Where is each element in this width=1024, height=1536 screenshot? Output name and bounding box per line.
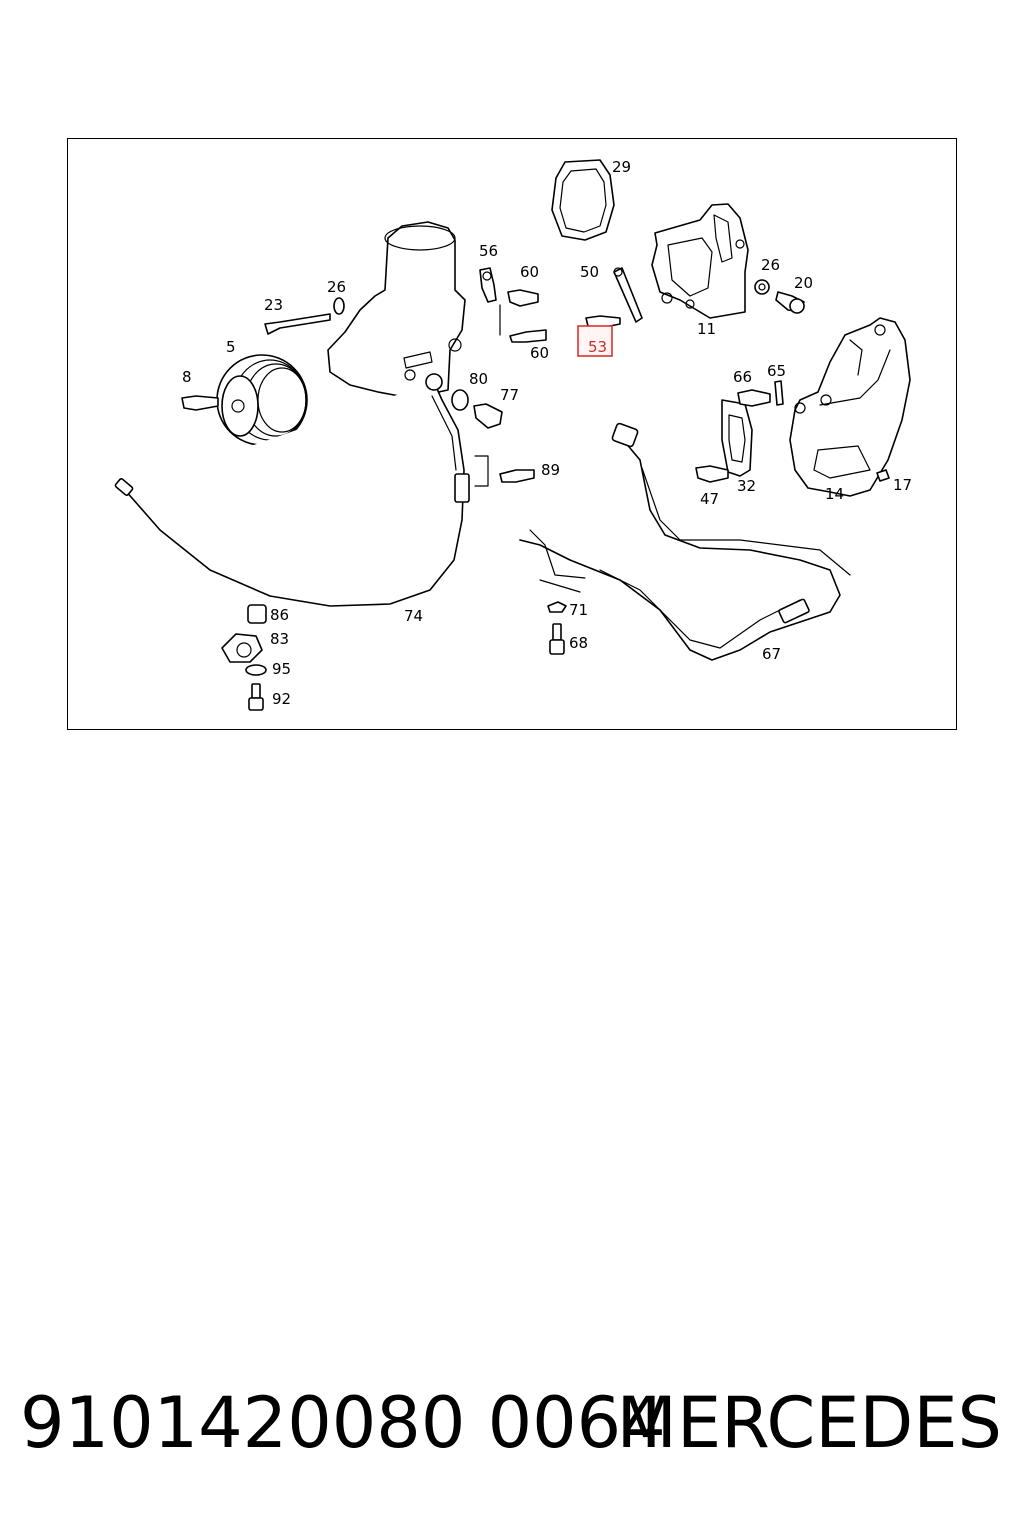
bolt-20[interactable] (775, 291, 805, 314)
callout-71[interactable]: 71 (569, 601, 588, 619)
callout-67[interactable]: 67 (762, 645, 781, 663)
callout-29[interactable]: 29 (612, 158, 631, 176)
callout-95[interactable]: 95 (272, 660, 291, 678)
bolt-66[interactable] (737, 389, 771, 407)
washer-95[interactable] (245, 664, 267, 676)
callout-26-right[interactable]: 26 (761, 256, 780, 274)
screw-68[interactable] (549, 623, 565, 655)
highlight-box-53 (577, 325, 613, 357)
callout-66[interactable]: 66 (733, 368, 752, 386)
shim-65[interactable] (774, 380, 784, 406)
callout-14[interactable]: 14 (825, 485, 844, 503)
callout-92[interactable]: 92 (272, 690, 291, 708)
callout-77[interactable]: 77 (500, 386, 519, 404)
spacer-86[interactable] (247, 604, 267, 624)
hose-74[interactable] (114, 373, 470, 607)
callout-65[interactable]: 65 (767, 362, 786, 380)
washer-26-left[interactable] (333, 297, 345, 315)
callout-60-upper[interactable]: 60 (520, 263, 539, 281)
nut-17[interactable] (876, 469, 890, 482)
callout-86[interactable]: 86 (270, 606, 289, 624)
bracket-14[interactable] (789, 317, 911, 497)
bracket-11[interactable] (651, 203, 749, 319)
callout-23[interactable]: 23 (264, 296, 283, 314)
screw-92[interactable] (248, 683, 264, 711)
callout-83[interactable]: 83 (270, 630, 289, 648)
gasket-29[interactable] (551, 159, 615, 241)
callout-74[interactable]: 74 (404, 607, 423, 625)
callout-17[interactable]: 17 (893, 476, 912, 494)
bolt-23[interactable] (264, 313, 331, 335)
callout-68[interactable]: 68 (569, 634, 588, 652)
clip-56[interactable] (479, 267, 497, 303)
callout-60-lower[interactable]: 60 (530, 344, 549, 362)
callout-8[interactable]: 8 (182, 368, 192, 386)
bolt-60-lower[interactable] (509, 329, 547, 343)
power-steering-pump[interactable] (327, 221, 466, 399)
callout-5[interactable]: 5 (226, 338, 236, 356)
banjo-bolt-77[interactable] (473, 403, 503, 429)
clamp-83[interactable] (221, 633, 263, 663)
bolt-8[interactable] (181, 395, 219, 411)
bolt-47[interactable] (695, 465, 729, 483)
callout-80[interactable]: 80 (469, 370, 488, 388)
seal-80[interactable] (451, 389, 469, 411)
hose-67[interactable] (519, 422, 851, 661)
leader-89 (474, 455, 489, 487)
callout-20[interactable]: 20 (794, 274, 813, 292)
bolt-89[interactable] (499, 469, 535, 483)
callout-32[interactable]: 32 (737, 477, 756, 495)
part-number: 9101420080 0064 (20, 1382, 666, 1464)
callout-56[interactable]: 56 (479, 242, 498, 260)
callout-53-highlighted[interactable]: 53 (588, 338, 607, 356)
footer: 9101420080 0064 MERCEDES (0, 1378, 1024, 1468)
callout-11[interactable]: 11 (697, 320, 716, 338)
callout-26-left[interactable]: 26 (327, 278, 346, 296)
callout-50[interactable]: 50 (580, 263, 599, 281)
bolt-60-upper[interactable] (507, 289, 539, 307)
brand-name: MERCEDES (616, 1382, 1002, 1464)
gasket-32[interactable] (721, 399, 753, 477)
diagram-frame (67, 138, 957, 730)
callout-47[interactable]: 47 (700, 490, 719, 508)
washer-26-right[interactable] (754, 279, 770, 295)
clamp-71[interactable] (547, 601, 567, 613)
callout-89[interactable]: 89 (541, 461, 560, 479)
bracket-50[interactable] (613, 267, 643, 323)
